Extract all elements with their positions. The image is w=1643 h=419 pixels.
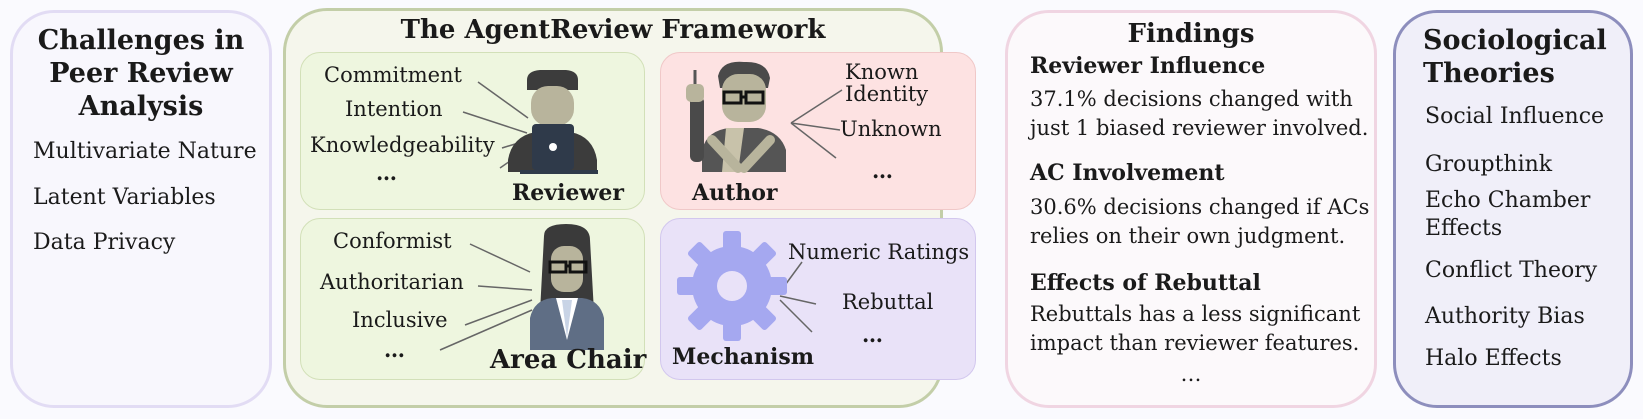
theory-item: Echo Chamber [1425, 188, 1591, 213]
finding-text-line: just 1 biased reviewer involved. [1030, 116, 1369, 140]
area-chair-attr-conformist: Conformist [333, 229, 452, 253]
theory-item: Groupthink [1425, 152, 1553, 177]
area-chair-figure-icon [530, 224, 604, 350]
finding-text-line: Rebuttals has a less significant [1030, 302, 1361, 326]
gear-icon [677, 231, 787, 341]
area-chair-attr-ellipsis: … [384, 337, 405, 362]
mechanism-attr-numeric-ratings: Numeric Ratings [788, 240, 970, 264]
reviewer-figure-icon [508, 70, 598, 174]
mechanism-attr-ellipsis: … [862, 322, 883, 347]
theories-panel [1393, 10, 1633, 408]
area-chair-label: Area Chair [490, 345, 647, 375]
finding-text-line: 30.6% decisions changed if ACs [1030, 195, 1370, 219]
theories-title-line2: Theories [1423, 58, 1555, 89]
challenge-item: Data Privacy [33, 230, 176, 255]
reviewer-box [300, 52, 645, 210]
author-attr-identity: Identity [845, 82, 929, 106]
author-figure-icon [686, 61, 786, 173]
challenge-item: Multivariate Nature [33, 139, 257, 164]
challenge-item: Latent Variables [33, 185, 216, 210]
author-attr-unknown: Unknown [840, 117, 942, 141]
author-attr-ellipsis: … [872, 158, 893, 183]
theory-item: Halo Effects [1425, 346, 1562, 371]
finding-text-line: 37.1% decisions changed with [1030, 87, 1353, 111]
mechanism-connectors [779, 261, 817, 333]
challenges-title-line2: Peer Review [49, 58, 233, 89]
theory-item: Conflict Theory [1425, 258, 1598, 283]
finding-heading: Effects of Rebuttal [1030, 270, 1261, 296]
author-connectors [790, 89, 843, 159]
challenges-panel [10, 10, 272, 408]
reviewer-attr-ellipsis: … [376, 160, 397, 185]
findings-ellipsis: … [1180, 362, 1202, 386]
theory-item: Effects [1425, 216, 1503, 241]
finding-text-line: impact than reviewer features. [1030, 331, 1360, 355]
finding-heading: AC Involvement [1030, 160, 1225, 186]
challenges-title-line1: Challenges in [37, 25, 245, 56]
author-attr-known: Known [845, 60, 919, 84]
framework-title: The AgentReview Framework [400, 15, 826, 45]
findings-title: Findings [1127, 19, 1255, 49]
theories-title-line1: Sociological [1423, 25, 1607, 56]
author-label: Author [692, 180, 778, 206]
theory-item: Social Influence [1425, 104, 1605, 129]
reviewer-label: Reviewer [512, 180, 624, 206]
area-chair-attr-inclusive: Inclusive [352, 308, 448, 332]
reviewer-attr-intention: Intention [345, 97, 443, 121]
reviewer-attr-commitment: Commitment [324, 63, 462, 87]
mechanism-attr-rebuttal: Rebuttal [842, 290, 934, 314]
findings-panel [1005, 10, 1377, 408]
theory-item: Authority Bias [1425, 304, 1585, 329]
area-chair-connectors [439, 243, 533, 351]
finding-text-line: relies on their own judgment. [1030, 224, 1346, 248]
reviewer-attr-knowledgeability: Knowledgeability [310, 133, 495, 157]
finding-heading: Reviewer Influence [1030, 53, 1266, 79]
challenges-title-line3: Analysis [78, 91, 204, 122]
mechanism-label: Mechanism [672, 344, 815, 370]
area-chair-attr-authoritarian: Authoritarian [320, 270, 464, 294]
author-box [660, 52, 976, 210]
